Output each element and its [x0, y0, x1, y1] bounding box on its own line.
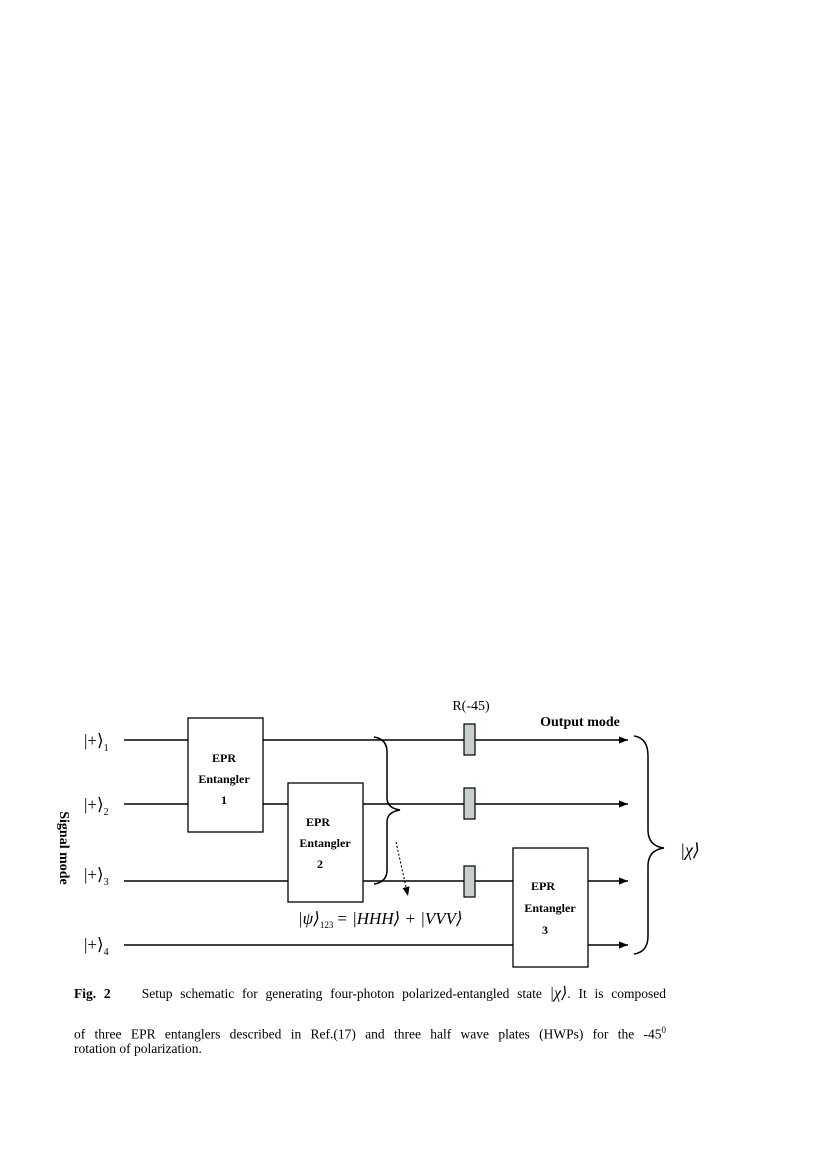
setup-schematic-diagram: |+⟩1 |+⟩2 |+⟩3 |+⟩4 Signal mode EPR Enta… [56, 699, 700, 968]
input-ket-2: |+⟩2 [84, 795, 109, 818]
epr-entangler-2-box [287, 782, 364, 903]
output-mode-label: Output mode [540, 715, 620, 730]
figure-label: Fig. 2 [74, 986, 111, 1001]
input-ket-1: |+⟩1 [84, 731, 109, 754]
psi-dotted-arrow [395, 841, 410, 897]
input-ket-4: |+⟩4 [84, 935, 109, 958]
caption-line-3: rotation of polarization. [74, 1040, 674, 1058]
entangler-1-line3: 1 [221, 793, 227, 807]
half-wave-plate-3 [463, 865, 476, 898]
entangler-2-line3: 2 [317, 857, 323, 871]
caption-chi-state: |χ⟩ [549, 985, 568, 1002]
epr-entangler-3-box [512, 847, 589, 968]
caption-line-2-text: of three EPR entanglers described in Ref… [74, 1026, 662, 1042]
epr-entangler-1-box [187, 717, 264, 833]
signal-mode-label: Signal mode [56, 811, 71, 885]
caption-degree-sup: 0 [661, 1025, 667, 1035]
psi-state-equation: |ψ⟩123= |HHH⟩ + |VVV⟩ [298, 909, 463, 930]
entangler-1-line1: EPR [212, 751, 236, 765]
input-ket-3: |+⟩3 [84, 865, 109, 888]
entangler-1-line2: Entangler [198, 772, 250, 786]
caption-line-2: of three EPR entanglers described in Ref… [74, 1021, 666, 1044]
half-wave-plate-1 [463, 723, 476, 756]
entangler-2-line2: Entangler [299, 836, 351, 850]
caption-line-3-text: rotation of polarization. [74, 1041, 202, 1056]
entangler-3-line3: 3 [542, 923, 548, 937]
entangler-3-line1: EPR [531, 879, 555, 893]
entangler-3-line2: Entangler [524, 901, 576, 915]
rotation-label: R(-45) [452, 699, 490, 714]
caption-line-1-tail: . It is composed [567, 986, 667, 1001]
caption-line-1-text: Setup schematic for generating four-phot… [141, 986, 542, 1001]
caption-line-1: Fig. 2 Setup schematic for generating fo… [74, 985, 666, 1003]
half-wave-plate-2 [463, 787, 476, 820]
chi-brace [633, 735, 665, 955]
psi-brace [373, 736, 401, 885]
chi-state: |χ⟩ [680, 840, 700, 860]
entangler-2-line1: EPR [306, 815, 330, 829]
